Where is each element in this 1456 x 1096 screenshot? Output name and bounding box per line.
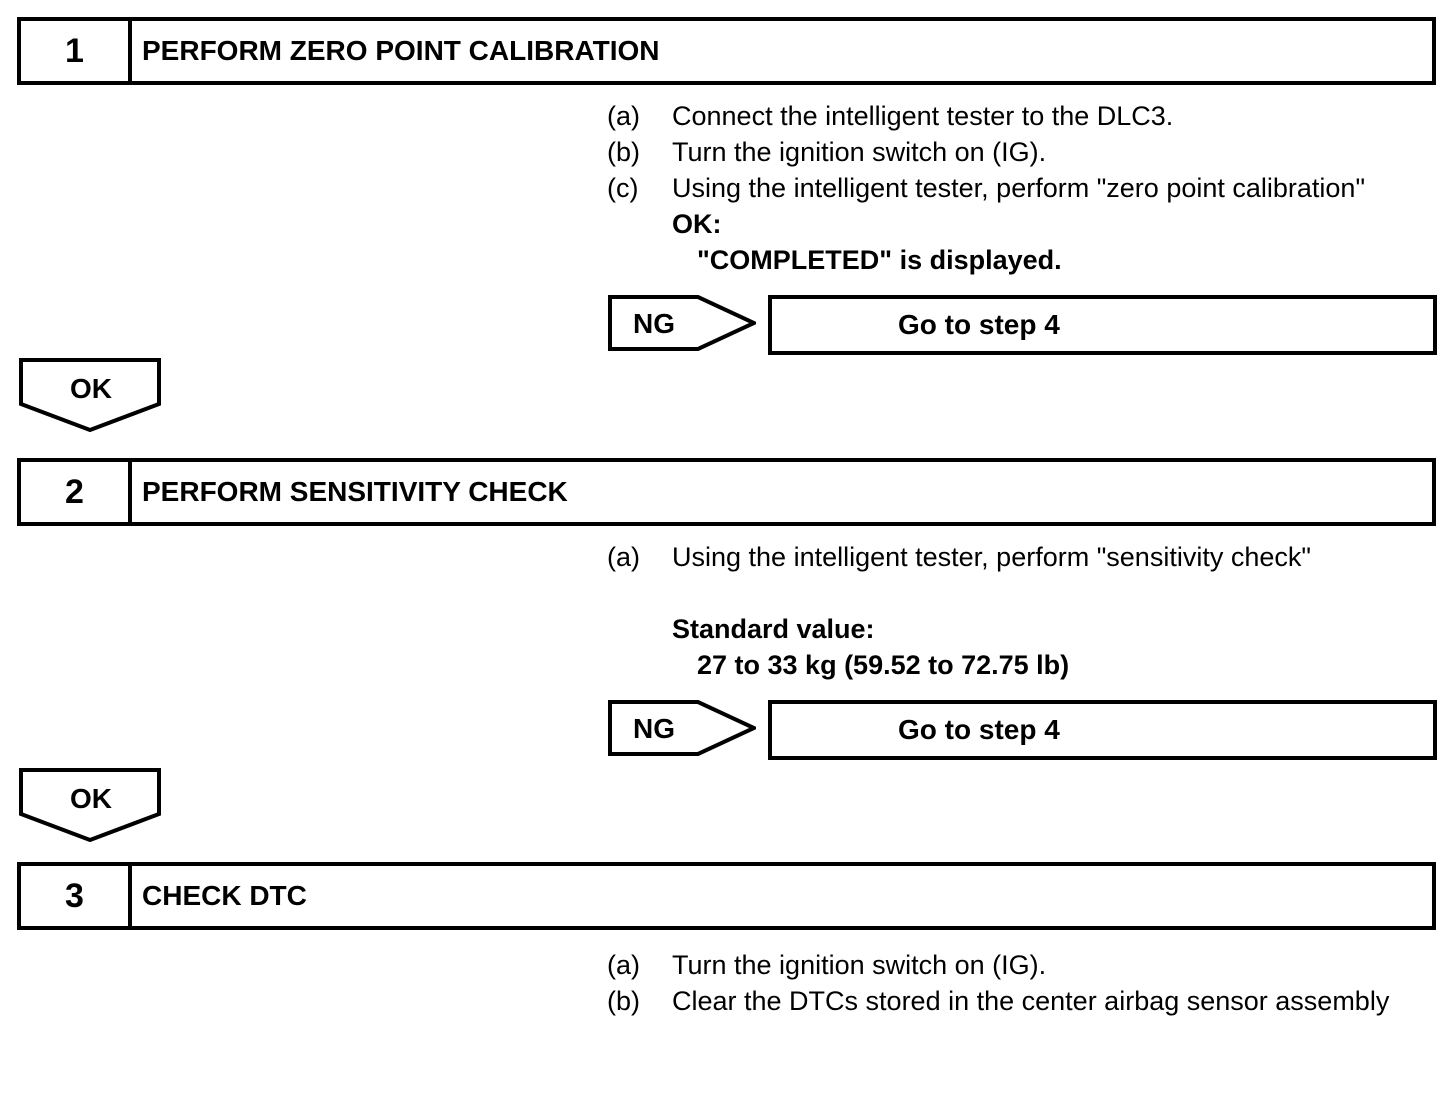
ok-label: OK — [70, 783, 112, 814]
list-item: (c) Using the intelligent tester, perfor… — [607, 170, 1456, 206]
item-label: (b) — [607, 137, 640, 167]
ng-action-box: Go to step 4 — [768, 295, 1437, 355]
item-label: (b) — [607, 986, 640, 1016]
ng-arrow-shape: NG — [608, 295, 756, 351]
item-label: (c) — [607, 173, 639, 203]
step3-instructions: (a) Turn the ignition switch on (IG). (b… — [607, 947, 1456, 1019]
item-label: (a) — [607, 101, 640, 131]
list-item: (a) Turn the ignition switch on (IG). — [607, 947, 1456, 983]
ok-criteria-heading: OK: — [672, 209, 722, 239]
list-item: (b) Clear the DTCs stored in the center … — [607, 983, 1456, 1019]
item-text: Clear the DTCs stored in the center airb… — [672, 986, 1390, 1016]
step1-title: PERFORM ZERO POINT CALIBRATION — [142, 35, 660, 66]
ng-label: NG — [633, 308, 675, 339]
step2-number: 2 — [21, 462, 132, 522]
list-item: (a) Connect the intelligent tester to th… — [607, 98, 1456, 134]
step3-number: 3 — [21, 866, 132, 926]
standard-value-heading: Standard value: — [672, 614, 875, 644]
item-text: Using the intelligent tester, perform "s… — [672, 542, 1311, 572]
item-text: Turn the ignition switch on (IG). — [672, 950, 1047, 980]
step1-number: 1 — [21, 21, 132, 81]
item-text: Connect the intelligent tester to the DL… — [672, 101, 1174, 131]
item-text: Turn the ignition switch on (IG). — [672, 137, 1047, 167]
item-text: Using the intelligent tester, perform "z… — [672, 173, 1366, 203]
ok-connector-shape: OK — [19, 768, 161, 842]
list-item: (a) Using the intelligent tester, perfor… — [607, 539, 1456, 575]
ng-action-box: Go to step 4 — [768, 700, 1437, 760]
standard-value: 27 to 33 kg (59.52 to 72.75 lb) — [697, 650, 1070, 680]
step2-instructions: (a) Using the intelligent tester, perfor… — [607, 539, 1456, 683]
ok-connector-shape: OK — [19, 358, 161, 432]
list-item: (b) Turn the ignition switch on (IG). — [607, 134, 1456, 170]
ng-branch-row: NG Go to step 4 — [608, 700, 1456, 760]
ok-label: OK — [70, 373, 112, 404]
step2-title: PERFORM SENSITIVITY CHECK — [142, 476, 568, 507]
item-label: (a) — [607, 950, 640, 980]
ng-branch-row: NG Go to step 4 — [608, 295, 1456, 355]
step2-header: 2 PERFORM SENSITIVITY CHECK — [17, 458, 1436, 526]
step3-header: 3 CHECK DTC — [17, 862, 1436, 930]
blank-line — [607, 575, 1456, 611]
ok-criteria-detail: "COMPLETED" is displayed. — [697, 245, 1062, 275]
step1-instructions: (a) Connect the intelligent tester to th… — [607, 98, 1456, 278]
ng-label: NG — [633, 713, 675, 744]
step3-title: CHECK DTC — [142, 880, 307, 911]
ng-arrow-shape: NG — [608, 700, 756, 756]
step1-header: 1 PERFORM ZERO POINT CALIBRATION — [17, 17, 1436, 85]
item-label: (a) — [607, 542, 640, 572]
